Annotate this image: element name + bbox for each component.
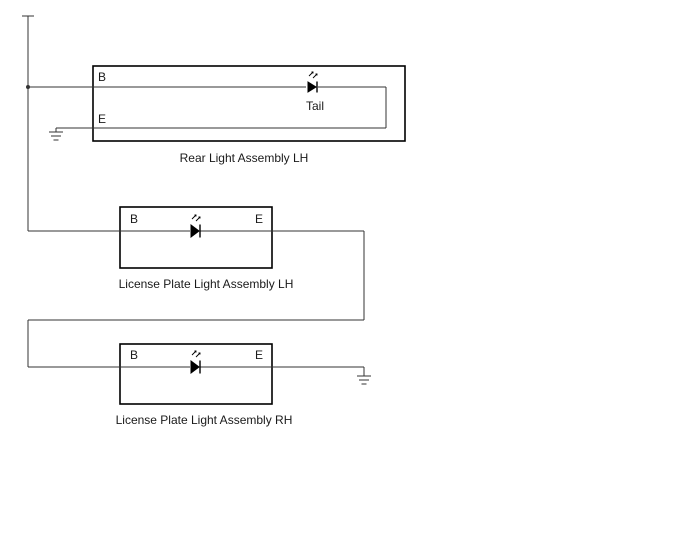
ground-icon <box>357 375 371 385</box>
bulb-label: Tail <box>306 99 324 113</box>
power-feed <box>22 15 34 231</box>
led-icon <box>190 350 201 374</box>
component-name: License Plate Light Assembly LH <box>119 277 294 291</box>
component-name: Rear Light Assembly LH <box>180 151 309 165</box>
license-plate-light-assembly-rh: B E License Plate Light Assembly RH <box>28 343 371 427</box>
pin-e-label: E <box>255 212 263 226</box>
pin-b-label: B <box>130 348 138 362</box>
component-name: License Plate Light Assembly RH <box>116 413 293 427</box>
pin-e-label: E <box>255 348 263 362</box>
interconnect-wire <box>27 231 365 367</box>
led-icon <box>190 214 201 238</box>
pin-e-label: E <box>98 112 106 126</box>
license-lh-box <box>119 206 273 269</box>
license-rh-box <box>119 343 273 405</box>
pin-b-label: B <box>130 212 138 226</box>
rear-light-assembly-lh: B E Tail Rear Light Assembly LH <box>28 65 406 165</box>
led-icon <box>307 71 318 93</box>
license-plate-light-assembly-lh: B E License Plate Light Assembly LH <box>28 206 364 291</box>
rear-light-box <box>92 65 406 142</box>
pin-b-label: B <box>98 70 106 84</box>
ground-icon <box>49 128 63 141</box>
